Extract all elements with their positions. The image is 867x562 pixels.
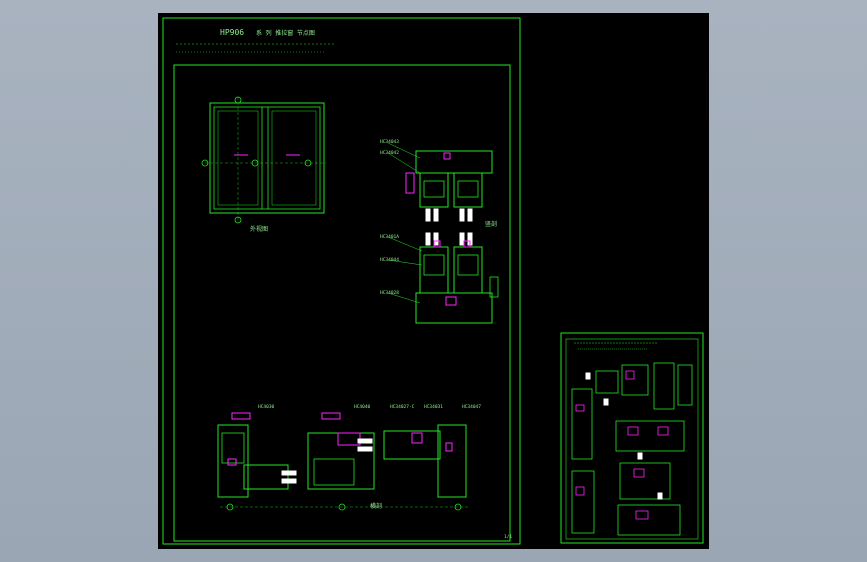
drawing-subtitle: 系 列 推拉窗 节点图 bbox=[256, 29, 315, 37]
part-code-b3: HC34027-C bbox=[390, 404, 415, 410]
window-elevation bbox=[201, 96, 326, 224]
part-code-4: HC34044 bbox=[380, 257, 399, 263]
vertical-section bbox=[387, 142, 499, 324]
part-code-b5: HC34047 bbox=[462, 404, 481, 410]
horizontal-section-caption: 横剖 bbox=[370, 502, 382, 510]
drawing-title: HP906 bbox=[220, 28, 244, 37]
detail-frame bbox=[173, 64, 511, 542]
part-code-2: HC34042 bbox=[380, 150, 399, 156]
page-number: 1/1 bbox=[504, 534, 512, 540]
sheet-border bbox=[162, 17, 521, 545]
part-code-1: HC34043 bbox=[380, 139, 399, 145]
horizontal-section bbox=[217, 412, 468, 511]
part-code-b4: HC34031 bbox=[424, 404, 443, 410]
elevation-caption: 外视图 bbox=[250, 225, 268, 233]
profile-catalog-sheet bbox=[560, 332, 704, 544]
cad-drawing-viewport[interactable]: HP906 系 列 推拉窗 节点图 外视图 bbox=[158, 13, 709, 549]
part-code-3: HC3401A bbox=[380, 234, 399, 240]
vertical-section-caption: 竖剖 bbox=[485, 220, 497, 228]
part-code-b2: HC4040 bbox=[354, 404, 371, 410]
part-code-5: HC34028 bbox=[380, 290, 399, 296]
drawing-canvas: HP906 系 列 推拉窗 节点图 外视图 bbox=[162, 17, 704, 545]
part-code-b1: HC4030 bbox=[258, 404, 275, 410]
